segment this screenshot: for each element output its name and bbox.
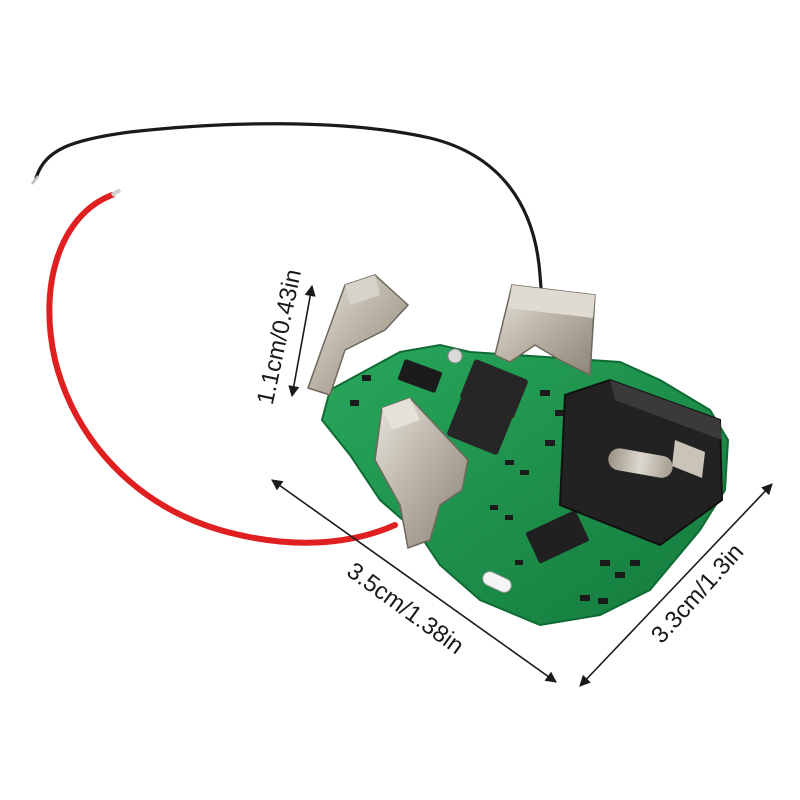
black-wire [34, 122, 544, 302]
red-wire [46, 192, 398, 546]
width-dimension-arrow [579, 483, 773, 687]
length-dimension-arrow [271, 479, 557, 683]
red-wire-tip [110, 188, 122, 197]
terminal-middle [494, 284, 596, 377]
height-dimension-arrow [288, 284, 316, 398]
pcb-mount-hole [447, 348, 463, 364]
terminal-left [307, 274, 410, 396]
black-wire-tip [31, 175, 39, 185]
